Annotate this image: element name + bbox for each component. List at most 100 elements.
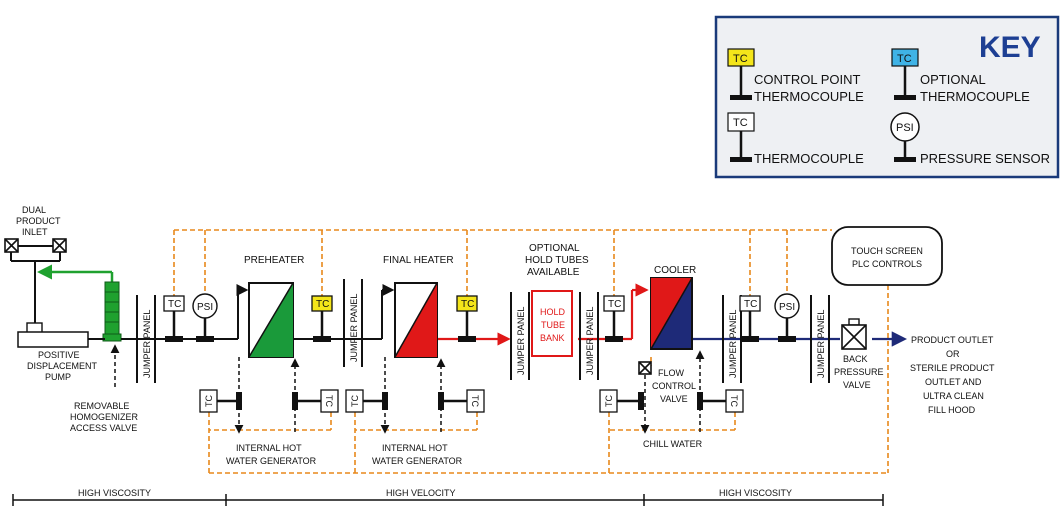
flow-valve-line1: FLOW [658,368,685,378]
pump-label-line2: DISPLACEMENT [27,361,98,371]
key-tc-label: TC [897,53,912,65]
control-wiring [173,229,889,474]
final-heater: FINAL HEATER [383,255,454,358]
pressure-sensor-outlet: PSI [774,293,800,342]
hold-label-line1: HOLD [540,307,566,317]
thermocouple-hold-exit: TC [603,295,625,342]
optional-hold-line2: HOLD TUBES [525,255,589,266]
control-thermocouple-preheater: TC [311,295,333,342]
homogenizer-label-line1: REMOVABLE [74,401,129,411]
chill-water-label: CHILL WATER [643,439,703,449]
jumper-panel-label: JUMPER PANEL [728,310,738,378]
homogenizer-label-line3: ACCESS VALVE [70,423,137,433]
jumper-panel-6: JUMPER PANEL [810,295,830,383]
touch-screen-line1: TOUCH SCREEN [851,246,923,256]
hot-water-1-line2: WATER GENERATOR [226,456,317,466]
thermocouple-outlet: TC [739,295,761,342]
zone-ruler: HIGH VISCOSITY HIGH VELOCITY HIGH VISCOS… [12,488,884,506]
key-tc-label: TC [733,53,748,65]
control-thermocouple-final-heater: TC [456,295,478,342]
outlet-line2: OR [946,349,960,359]
key-tc-label: TC [733,117,748,129]
tc-label: TC [461,299,474,310]
jumper-panel-1: JUMPER PANEL [136,295,156,383]
flow-valve-line2: CONTROL [652,381,696,391]
thermocouple-inlet: TC [163,295,185,342]
hold-tube-bank: OPTIONAL HOLD TUBES AVAILABLE HOLD TUBE … [525,243,589,357]
psi-label: PSI [779,302,795,313]
preheater-utilities: TC TC INTERNAL HOT WATER GENERATOR [199,357,339,466]
tc-label: TC [470,395,480,407]
tc-label: TC [350,395,360,407]
tc-label: TC [324,395,334,407]
flow-control-valve: FLOW CONTROL VALVE [638,361,696,404]
preheater: PREHEATER [244,255,304,358]
jumper-panel-label: JUMPER PANEL [516,307,526,375]
final-heater-utilities: TC TC INTERNAL HOT WATER GENERATOR [345,357,485,466]
tc-label: TC [604,395,614,407]
outlet-line6: FILL HOOD [928,405,976,415]
jumper-panel-label: JUMPER PANEL [349,294,359,362]
inlet-valve-right [52,238,67,253]
back-pressure-line2: PRESSURE [834,367,884,377]
tc-label: TC [744,299,757,310]
zone-high-viscosity-1: HIGH VISCOSITY [78,488,151,498]
key-pressure-sensor-label: PRESSURE SENSOR [920,151,1050,166]
optional-hold-line3: AVAILABLE [527,267,580,278]
tc-label: TC [168,299,181,310]
pressure-sensor-inlet: PSI [192,293,218,342]
key-title: KEY [979,31,1041,64]
key-legend: KEY TC CONTROL POINT THERMOCOUPLE TC OPT… [714,15,1060,179]
hot-water-1-line1: INTERNAL HOT [236,443,302,453]
touch-screen-line2: PLC CONTROLS [852,259,922,269]
jumper-panel-label: JUMPER PANEL [142,310,152,378]
final-heater-label: FINAL HEATER [383,255,454,266]
inlet-valve-left [4,238,19,253]
outlet-line5: ULTRA CLEAN [923,391,984,401]
back-pressure-line1: BACK [843,354,868,364]
dual-inlet-line3: INLET [22,227,48,237]
key-control-point-line2: THERMOCOUPLE [754,89,864,104]
key-thermocouple-label: THERMOCOUPLE [754,151,864,166]
outlet-line1: PRODUCT OUTLET [911,335,994,345]
jumper-panel-2: JUMPER PANEL [343,279,363,367]
tc-label: TC [204,395,214,407]
pump-label-line1: POSITIVE [38,350,80,360]
zone-high-velocity: HIGH VELOCITY [386,488,456,498]
pump-label-line3: PUMP [45,372,71,382]
psi-label: PSI [197,302,213,313]
back-pressure-valve: BACK PRESSURE VALVE [834,318,884,390]
preheater-label: PREHEATER [244,255,304,266]
zone-high-viscosity-2: HIGH VISCOSITY [719,488,792,498]
cooler: COOLER [650,265,696,350]
key-control-point-thermocouple: TC CONTROL POINT THERMOCOUPLE [727,48,864,104]
homogenizer-recirc-line [37,264,114,282]
key-psi-label: PSI [896,122,914,134]
homogenizer-label-line2: HOMOGENIZER [70,412,139,422]
hot-water-2-line2: WATER GENERATOR [372,456,463,466]
outlet-line4: OUTLET AND [925,377,982,387]
jumper-panel-3: JUMPER PANEL [510,292,530,380]
touch-screen-plc: TOUCH SCREEN PLC CONTROLS [831,226,943,286]
product-outlet: PRODUCT OUTLET OR STERILE PRODUCT OUTLET… [910,335,995,415]
hold-label-line3: BANK [540,333,565,343]
tc-label: TC [316,299,329,310]
cooler-label: COOLER [654,265,696,276]
homogenizer-valve: REMOVABLE HOMOGENIZER ACCESS VALVE [70,281,139,433]
jumper-panel-label: JUMPER PANEL [585,307,595,375]
jumper-panel-4: JUMPER PANEL [579,292,599,380]
optional-hold-line1: OPTIONAL [529,243,580,254]
dual-inlet-line1: DUAL [22,205,46,215]
back-pressure-line3: VALVE [843,380,871,390]
key-thermocouple: TC THERMOCOUPLE [727,112,864,166]
product-line-black [88,284,395,340]
tc-label: TC [608,299,621,310]
dual-product-inlet: DUAL PRODUCT INLET [4,205,67,325]
positive-displacement-pump: POSITIVE DISPLACEMENT PUMP [17,322,98,382]
outlet-line3: STERILE PRODUCT [910,363,995,373]
key-border [714,15,1060,179]
cooler-utilities: TC TC CHILL WATER [599,350,744,449]
key-optional-line1: OPTIONAL [920,72,986,87]
key-optional-thermocouple: TC OPTIONAL THERMOCOUPLE [891,48,1030,104]
